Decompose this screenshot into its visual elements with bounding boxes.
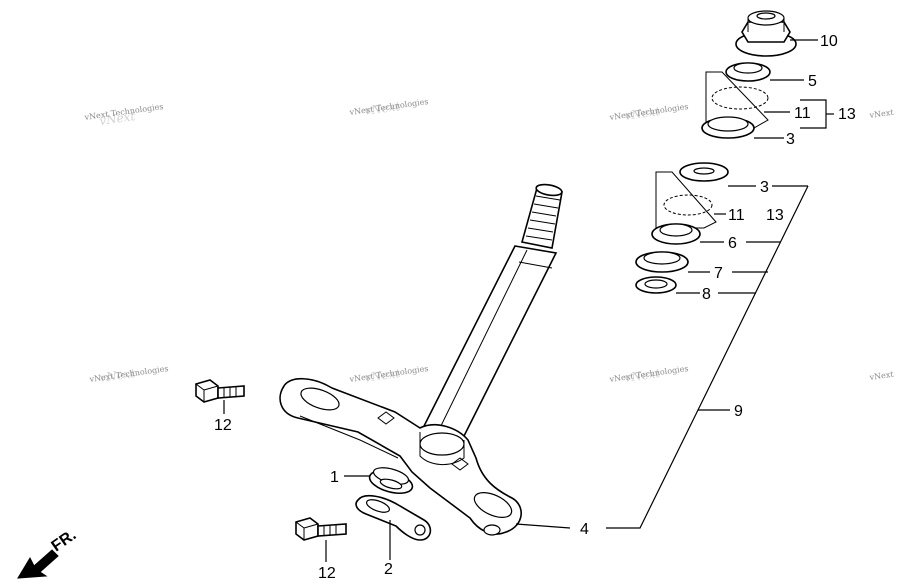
- watermark-1: vNext vNext Technologies: [83, 102, 164, 128]
- front-direction-arrow: FR.: [17, 527, 79, 579]
- stem-nut: [735, 10, 797, 57]
- callout-8: 8: [702, 286, 711, 303]
- lower-triple-clamp: [279, 377, 522, 536]
- svg-text:vNext: vNext: [868, 370, 895, 382]
- lower-dust-seal: [635, 251, 689, 273]
- callout-12-left: 12: [214, 417, 232, 434]
- svg-text:vNext: vNext: [363, 99, 401, 118]
- callout-4: 4: [580, 521, 589, 538]
- watermark-5: vNext vNext Technologies: [88, 364, 169, 385]
- callout-11: 11: [794, 105, 811, 122]
- svg-text:vNext: vNext: [868, 108, 895, 120]
- bolt-left: [195, 379, 245, 403]
- svg-text:vNext: vNext: [98, 109, 136, 128]
- callout-3-lower: 3: [760, 179, 769, 196]
- svg-text:vNext: vNext: [363, 366, 401, 385]
- watermark-7: vNext vNext Technologies: [608, 364, 689, 385]
- bottom-ball-race: [679, 162, 729, 182]
- top-ball-race: [701, 116, 755, 139]
- steel-balls-top: [705, 71, 769, 129]
- callout-13: 13: [838, 106, 856, 123]
- callout-10: 10: [820, 33, 838, 50]
- callout-12-bottom: 12: [318, 565, 336, 582]
- watermark-8: vNext: [868, 370, 895, 382]
- steel-balls-bottom: [655, 171, 717, 229]
- callout-13-lower: 13: [766, 207, 784, 224]
- leader-lines: [223, 39, 834, 562]
- bolt-bottom: [295, 517, 347, 541]
- callout-1: 1: [330, 469, 339, 486]
- callout-7: 7: [714, 265, 723, 282]
- watermark-2: vNext vNext Technologies: [348, 97, 429, 118]
- watermark-4: vNext: [868, 108, 895, 120]
- cable-guide: [355, 494, 432, 541]
- callout-6: 6: [728, 235, 737, 252]
- bottom-cone-race: [651, 223, 701, 245]
- callout-9: 9: [734, 403, 743, 420]
- callout-3: 3: [786, 131, 795, 148]
- callout-11-lower: 11: [728, 207, 745, 224]
- svg-text:vNext: vNext: [98, 366, 136, 385]
- top-cone-race: [725, 62, 771, 82]
- steering-stem-shaft: [419, 183, 563, 441]
- washer: [635, 276, 677, 294]
- watermark-3: vNext vNext Technologies: [608, 102, 689, 123]
- callout-2: 2: [384, 561, 393, 578]
- svg-text:vNext: vNext: [623, 104, 661, 123]
- dust-seal: [368, 467, 414, 495]
- callout-5: 5: [808, 73, 817, 90]
- svg-text:vNext: vNext: [623, 366, 661, 385]
- watermark-6: vNext vNext Technologies: [348, 364, 429, 385]
